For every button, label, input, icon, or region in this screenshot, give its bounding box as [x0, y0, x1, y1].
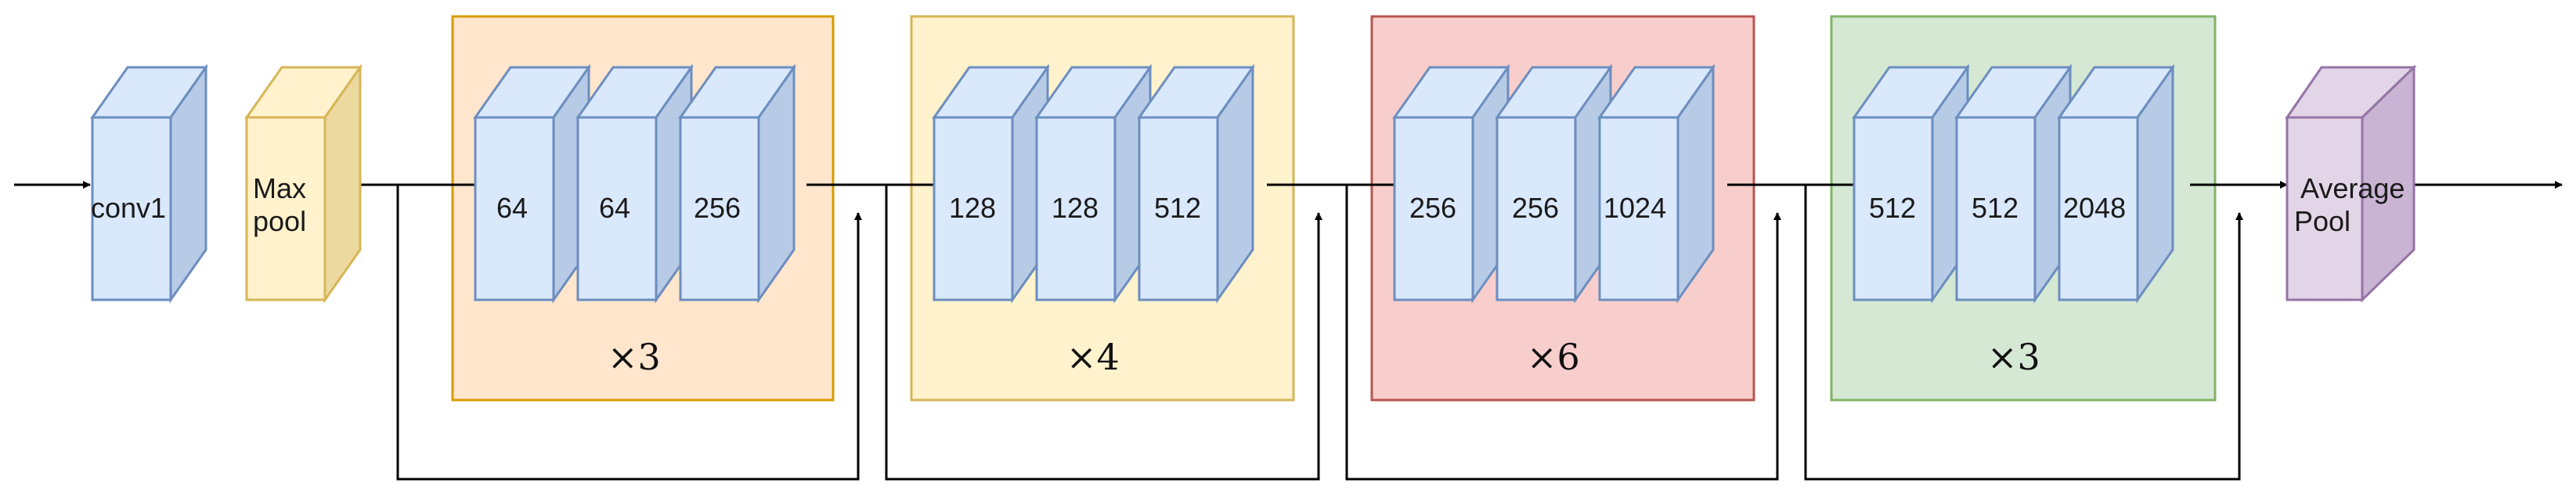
skip-connection-2	[885, 185, 1322, 481]
skip-connection-4	[1804, 185, 2243, 481]
residual-block: 64	[575, 63, 694, 304]
stage-multiplier: ×6	[1527, 336, 1580, 378]
residual-block: 256	[678, 63, 796, 304]
maxpool-block: Max pool	[244, 63, 363, 304]
avgpool-block: Average Pool	[2285, 64, 2417, 303]
block-label: 2048	[2063, 192, 2126, 224]
block-side	[1216, 63, 1254, 304]
avgpool-label-line1: Average	[2300, 172, 2405, 204]
block-label: 128	[1052, 192, 1099, 224]
residual-block: 512	[1852, 63, 1970, 304]
block-label: 256	[1512, 192, 1559, 224]
skip-connection-3	[1345, 185, 1781, 481]
conv1-block: conv1	[90, 63, 208, 304]
block-side	[757, 63, 796, 304]
residual-block: 256	[1392, 63, 1510, 304]
block-side	[2136, 63, 2174, 304]
avgpool-side	[2361, 64, 2415, 303]
stage-3: 256 256 1024 ×6	[1392, 63, 1716, 378]
residual-block: 512	[1137, 63, 1255, 304]
stage-2: 128 128 512 ×4	[932, 63, 1255, 378]
block-label: 1024	[1604, 192, 1666, 224]
block-label: 256	[694, 192, 741, 224]
block-label: 256	[1409, 192, 1456, 224]
stage-multiplier: ×4	[1066, 336, 1120, 378]
skip-connection-1	[396, 185, 862, 481]
avgpool-label-line2: Pool	[2294, 205, 2351, 237]
conv1-side	[169, 63, 207, 304]
block-label: 512	[1869, 192, 1916, 224]
maxpool-label-line1: Max	[253, 172, 306, 204]
stage-multiplier: ×3	[1987, 336, 2040, 378]
block-label: 512	[1154, 192, 1201, 224]
maxpool-label-line2: pool	[253, 205, 306, 237]
stage-4: 512 512 2048 ×3	[1852, 63, 2175, 378]
conv1-label: conv1	[91, 192, 166, 224]
residual-block: 128	[932, 63, 1050, 304]
block-label: 128	[949, 192, 996, 224]
block-side	[1676, 63, 1715, 304]
residual-block: 1024	[1597, 63, 1716, 304]
stage-1: 64 64 256 ×3	[473, 63, 796, 378]
residual-block: 128	[1034, 63, 1153, 304]
block-label: 64	[496, 192, 528, 224]
residual-block: 512	[1954, 63, 2073, 304]
block-label: 64	[599, 192, 630, 224]
stage-multiplier: ×3	[608, 336, 661, 378]
residual-block: 64	[473, 63, 591, 304]
block-label: 512	[1972, 192, 2019, 224]
maxpool-side	[323, 63, 362, 304]
residual-block: 256	[1495, 63, 1613, 304]
residual-block: 2048	[2057, 63, 2175, 304]
